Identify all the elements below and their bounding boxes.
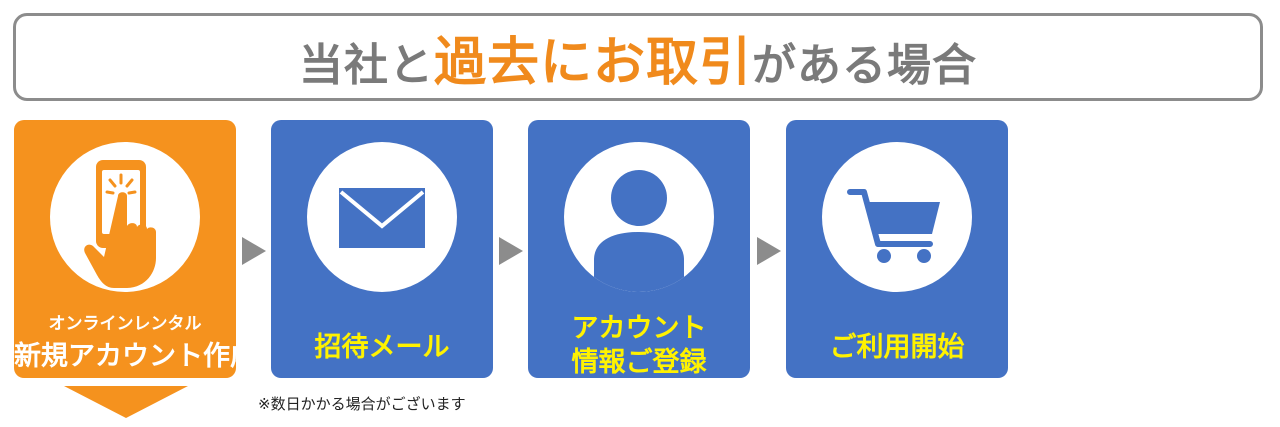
smartphone-tap-icon	[50, 142, 200, 292]
triangle-right-icon	[499, 237, 523, 265]
shopping-cart-icon	[822, 142, 972, 292]
step-account-registration-label-line2: 情報ご登録	[571, 347, 707, 378]
step-new-account-small-label: オンラインレンタル	[48, 314, 202, 334]
step-start-using: ご利用開始	[786, 120, 1008, 378]
title-highlight: 過去にお取引	[433, 32, 752, 93]
triangle-right-icon	[757, 237, 781, 265]
user-icon	[564, 142, 714, 292]
step-new-account-label: 新規アカウント作成	[14, 341, 257, 372]
step-invitation-mail: 招待メール	[271, 120, 493, 378]
note-text: ※数日かかる場合がございます	[258, 395, 466, 413]
step-account-registration-label-line1: アカウント	[571, 313, 707, 344]
title-box: 当社と過去にお取引がある場合	[13, 13, 1263, 101]
triangle-right-icon	[242, 237, 266, 265]
step-start-using-label: ご利用開始	[829, 332, 965, 363]
envelope-icon	[307, 142, 457, 292]
title-suffix: がある場合	[752, 39, 977, 91]
step-account-registration: アカウント 情報ご登録	[528, 120, 750, 378]
title-prefix: 当社と	[298, 39, 434, 91]
triangle-down-icon	[64, 386, 188, 418]
page-title: 当社と過去にお取引がある場合	[299, 20, 977, 95]
step-invitation-mail-label: 招待メール	[314, 332, 450, 363]
step-new-account: オンラインレンタル 新規アカウント作成	[14, 120, 257, 378]
